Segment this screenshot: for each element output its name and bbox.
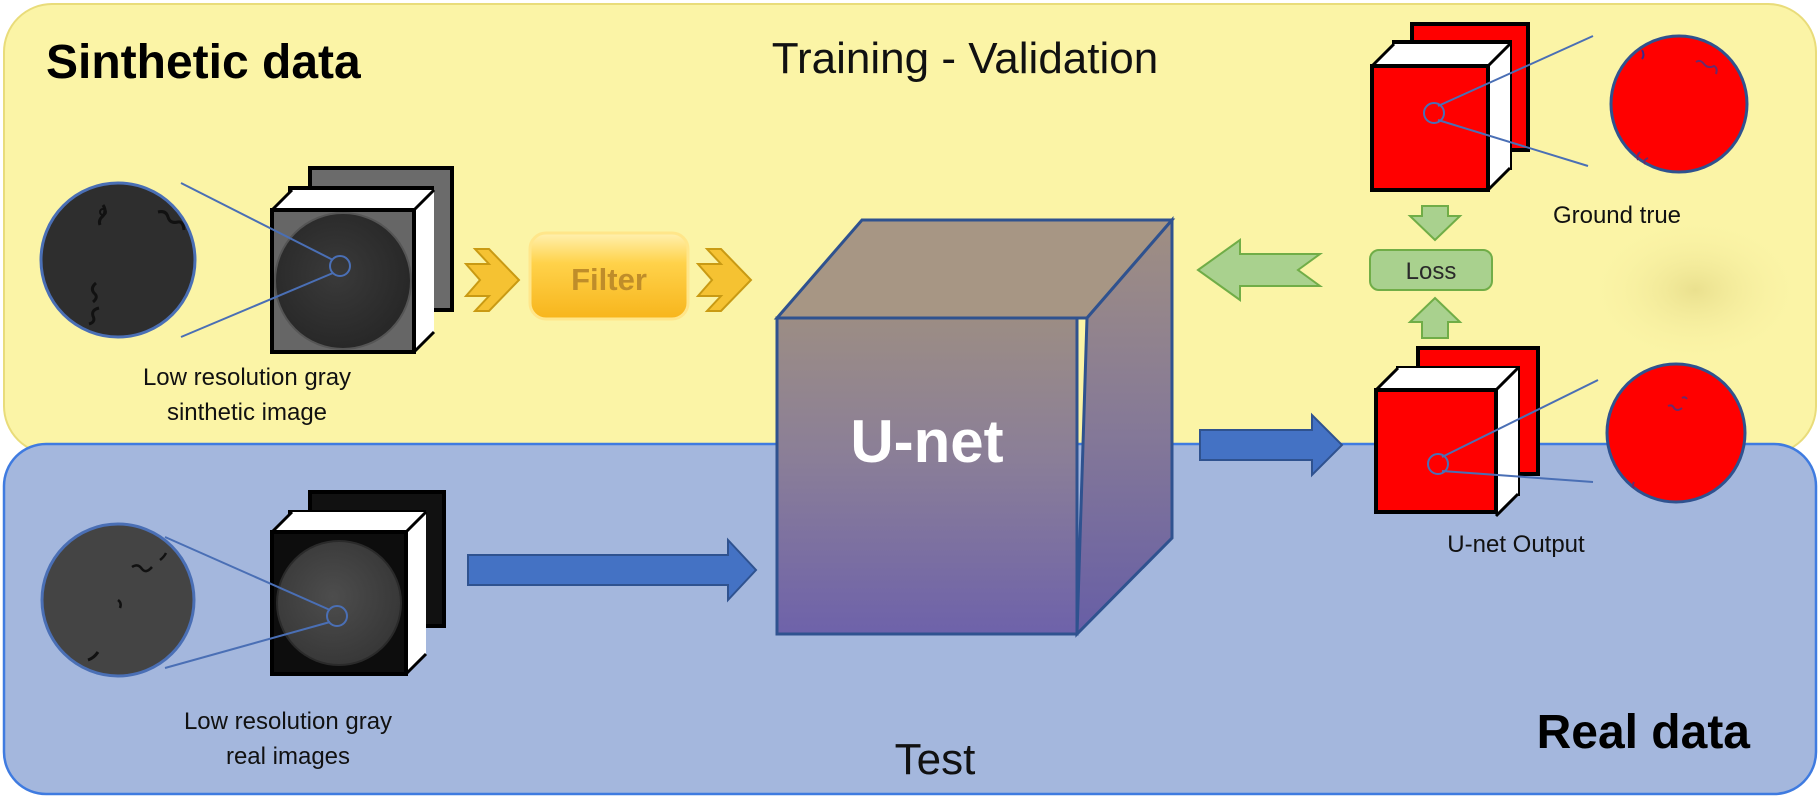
real-data-title: Real data [1537, 706, 1751, 759]
synthetic-image-stack [270, 166, 454, 354]
green-arrow-up-to-loss [1407, 296, 1463, 339]
ground-truth-zoom-lines [1437, 35, 1594, 167]
test-label: Test [895, 735, 976, 784]
blue-arrow-unet-to-output [1199, 412, 1344, 478]
unet-label: U-net [850, 408, 1003, 475]
ground-truth-stack [1370, 22, 1530, 192]
gold-arrow-to-unet [695, 248, 753, 312]
real-caption-line1: Low resolution gray [184, 708, 392, 735]
unet-cube [773, 215, 1176, 638]
synthetic-zoom-circle [39, 181, 197, 339]
real-zoom-lines [164, 536, 331, 669]
synthetic-data-title: Sinthetic data [46, 36, 361, 89]
real-image-stack [270, 490, 446, 676]
unet-output-zoom-circle [1605, 362, 1747, 504]
training-validation-label: Training - Validation [772, 34, 1158, 83]
ground-true-caption: Ground true [1553, 202, 1681, 229]
unet-output-caption: U-net Output [1447, 531, 1585, 558]
blue-arrow-real-to-unet [467, 537, 758, 603]
background-glow [1585, 215, 1805, 365]
loss-label: Loss [1406, 258, 1457, 285]
green-arrow-loss-to-unet [1196, 238, 1324, 302]
unet-output-zoom-lines [1441, 379, 1599, 483]
ground-truth-zoom-circle [1609, 34, 1749, 174]
loss-box [1369, 249, 1493, 291]
synthetic-zoom-lines [180, 182, 334, 338]
unet-output-stack [1374, 346, 1540, 518]
filter-box [528, 231, 690, 321]
synthetic-caption-line2: sinthetic image [167, 399, 327, 426]
filter-label: Filter [571, 262, 647, 297]
real-zoom-circle [40, 522, 196, 678]
real-caption-line2: real images [226, 743, 350, 770]
gold-arrow-to-filter [463, 248, 521, 312]
synthetic-caption-line1: Low resolution gray [143, 364, 351, 391]
green-arrow-down-to-loss [1407, 205, 1463, 242]
